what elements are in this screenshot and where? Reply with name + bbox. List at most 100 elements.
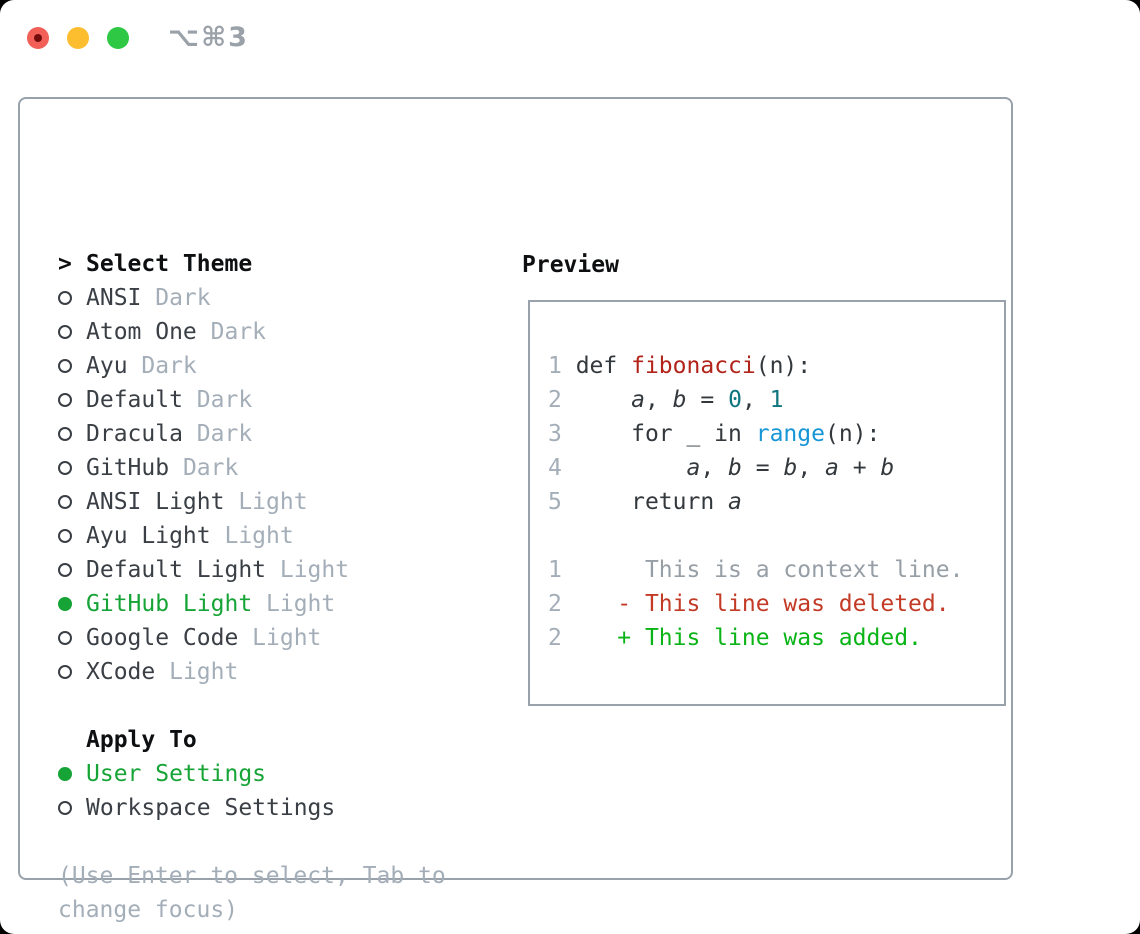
line-number: 2 xyxy=(548,387,562,413)
code-token: for _ in xyxy=(561,421,756,447)
zoom-button-icon[interactable] xyxy=(107,27,129,49)
code-line: 4 a, b = b, a + b xyxy=(548,451,963,485)
apply-to-title: Apply To xyxy=(86,727,197,753)
code-line: 1 def fibonacci(n): xyxy=(548,349,963,383)
code-line: 3 for _ in range(n): xyxy=(548,417,963,451)
radio-icon xyxy=(58,529,86,543)
theme-item-github[interactable]: GitHub Dark xyxy=(58,451,498,485)
radio-icon xyxy=(58,631,86,645)
theme-name: GitHub xyxy=(86,455,170,481)
code-line: 2 + This line was added. xyxy=(548,621,963,655)
theme-variant: Light xyxy=(279,557,350,583)
code-line: 2 a, b = 0, 1 xyxy=(548,383,963,417)
theme-name: Atom One xyxy=(86,319,197,345)
spacer xyxy=(58,825,498,859)
theme-variant: Dark xyxy=(182,455,239,481)
theme-name: ANSI xyxy=(86,285,142,311)
theme-variant: Light xyxy=(169,659,239,685)
theme-list-header: > Select Theme xyxy=(58,247,498,281)
line-number: 1 xyxy=(548,557,562,583)
code-token: (n): xyxy=(755,353,812,379)
code-token: = xyxy=(741,455,784,481)
code-token: a xyxy=(631,387,645,413)
title-bar: ⌥⌘3 xyxy=(0,0,1140,76)
theme-item-default[interactable]: Default Dark xyxy=(58,383,498,417)
hint-text-line-2: change focus) xyxy=(58,897,239,923)
line-number: 2 xyxy=(548,625,562,651)
code-token xyxy=(562,387,631,413)
radio-icon xyxy=(58,393,86,407)
spacer xyxy=(58,689,498,723)
line-number: 3 xyxy=(548,421,562,447)
radio-selected-icon xyxy=(58,767,86,781)
code-blank-line xyxy=(548,519,963,553)
radio-icon xyxy=(58,563,86,577)
line-number: 1 xyxy=(548,353,562,379)
code-token: - This line was deleted. xyxy=(561,591,950,617)
theme-variant: Dark xyxy=(196,421,253,447)
apply-to-option-workspace-settings[interactable]: Workspace Settings xyxy=(58,791,498,825)
apply-to-option-user-settings[interactable]: User Settings xyxy=(58,757,498,791)
line-number: 2 xyxy=(548,591,562,617)
code-token: This is a context line. xyxy=(561,557,964,583)
theme-name: GitHub Light xyxy=(86,591,253,617)
radio-selected-icon xyxy=(58,597,86,611)
theme-name: Default xyxy=(86,387,183,413)
theme-item-ayu[interactable]: Ayu Dark xyxy=(58,349,498,383)
code-token: 1 xyxy=(769,387,784,413)
radio-icon xyxy=(58,801,86,815)
theme-variant: Light xyxy=(252,625,322,651)
code-token: , xyxy=(700,455,729,481)
theme-variant: Dark xyxy=(141,353,197,379)
code-line: 2 - This line was deleted. xyxy=(548,587,963,621)
theme-name: ANSI Light xyxy=(86,489,225,515)
apply-to-label: Workspace Settings xyxy=(86,795,336,821)
apply-to-label: User Settings xyxy=(86,761,267,787)
line-number: 4 xyxy=(548,455,562,481)
code-line: 5 return a xyxy=(548,485,963,519)
minimize-button-icon[interactable] xyxy=(67,27,89,49)
theme-item-atom-one[interactable]: Atom One Dark xyxy=(58,315,498,349)
theme-name: Ayu Light xyxy=(86,523,211,549)
theme-variant: Dark xyxy=(210,319,267,345)
code-token: def xyxy=(561,353,632,379)
window-shortcut-label: ⌥⌘3 xyxy=(168,22,249,53)
theme-variant: Dark xyxy=(196,387,253,413)
radio-icon xyxy=(58,665,86,679)
code-token: , xyxy=(644,387,673,413)
theme-item-dracula[interactable]: Dracula Dark xyxy=(58,417,498,451)
code-token: b xyxy=(672,387,687,413)
radio-icon xyxy=(58,359,86,373)
radio-icon xyxy=(58,291,86,305)
theme-name: Ayu xyxy=(86,353,128,379)
code-token: + This line was added. xyxy=(561,625,922,651)
code-token: a xyxy=(825,455,839,481)
theme-item-ayu-light[interactable]: Ayu Light Light xyxy=(58,519,498,553)
theme-name: Dracula xyxy=(86,421,183,447)
theme-variant: Light xyxy=(224,523,294,549)
code-token: b xyxy=(728,455,742,481)
code-token: , xyxy=(741,387,770,413)
code-token: return xyxy=(561,489,729,515)
line-number: 5 xyxy=(548,489,562,515)
close-button-icon[interactable] xyxy=(27,27,49,49)
code-token: a xyxy=(728,489,742,515)
radio-icon xyxy=(58,495,86,509)
code-token: + xyxy=(838,455,881,481)
code-token: 0 xyxy=(728,387,742,413)
preview-title: Preview xyxy=(522,252,619,278)
code-line: 1 This is a context line. xyxy=(548,553,963,587)
cursor-icon: > xyxy=(58,251,72,277)
